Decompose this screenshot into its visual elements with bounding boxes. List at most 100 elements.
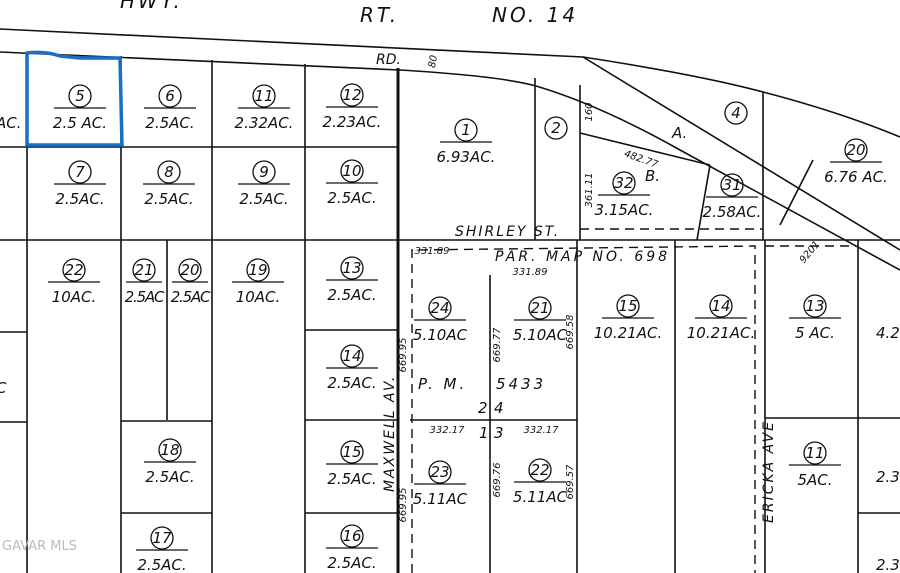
parcel-number-circle [612,171,636,195]
parcel-acreage: 3.15AC. [595,201,654,219]
parcel[interactable]: 82.5AC. [143,160,195,208]
parcel-acreage: 10.21AC. [594,324,662,342]
parcel[interactable]: 312.58AC. [703,173,762,221]
dimension-label: 361.11 [584,173,595,208]
parcel-number: 13 [342,259,361,277]
parcel[interactable]: 16.93AC. [437,118,496,166]
parcel-number: 14 [711,297,730,315]
partial-parcel-label: 2.3 [876,556,900,573]
parcel[interactable]: 162.5AC. [326,524,378,572]
parcel-number-circle [252,160,276,184]
parcel[interactable]: 225.11AC [513,458,568,506]
sub-label: 4 [494,399,504,417]
parcel-acreage: 2.5AC. [239,190,288,208]
street-label-rd: RD. [376,52,401,68]
parcel[interactable]: 172.5AC. [136,526,188,573]
parcel-number-circle [616,294,640,318]
partial-parcel-label: C [0,379,7,397]
parcel-acreage: 2.5AC. [137,556,186,573]
parcel-acreage: 10AC. [52,288,97,306]
sub-label: 1 [479,424,489,442]
parcel[interactable]: 182.5AC. [144,438,196,486]
parcel-number-circle [340,83,364,107]
parcel[interactable]: 23 5.11AC [413,460,468,508]
parcel[interactable]: 202.5AC [171,258,212,306]
parcel-acreage: 2.5 AC. [53,114,107,132]
dimension-label: 9201 [798,239,823,266]
parcel-number-circle [720,173,744,197]
dimension-label: 669.77 [492,327,503,363]
parcel-number: 5 [75,87,85,105]
parcel[interactable]: 132.5AC. [326,256,378,304]
parcel-number-circle [803,441,827,465]
street-label-rt: RT. [360,3,399,27]
parcel-acreage: 2.5AC. [327,189,376,207]
parcel-number-circle [544,116,568,140]
parcel[interactable]: 206.76 AC. [824,138,888,186]
parcel-number: 19 [248,261,267,279]
parcel-acreage: 5 AC. [795,324,835,342]
parcel[interactable]: 15 2.5AC. [326,440,378,488]
parcel[interactable]: 142.5AC. [326,344,378,392]
road-width-label: 80 [427,54,440,68]
parcel[interactable]: 7 2.5AC. [54,160,106,208]
street-label-maxwell: MAXWELL AV. [382,375,398,492]
parcel-number: 14 [342,347,361,365]
parcel-number: 21 [530,299,549,317]
parcel[interactable]: 245.10AC [413,296,468,344]
street-label-no14: NO. 14 [492,3,578,27]
parcel-number: 18 [160,441,179,459]
parcel-number: 11 [254,87,273,105]
parcel[interactable]: 135 AC. [789,294,841,342]
parcel-number-circle [844,138,868,162]
parcel-number-circle [428,296,452,320]
parcel[interactable]: 11 2.32AC. [235,84,294,132]
parcel-number: 9 [259,163,269,181]
parcel-number-circle [709,294,733,318]
street-label-hwy: HWY. [120,0,183,13]
parcel[interactable]: 21 5.10AC [513,296,568,344]
parcel-number-circle [68,84,92,108]
parcel-map-number: PAR. MAP NO. 698 [495,249,670,265]
parcel-number-circle [340,524,364,548]
parcel-number-circle [158,438,182,462]
parcel[interactable]: 6 2.5AC. [144,84,196,132]
parcel-acreage: 2.5AC. [55,190,104,208]
parcel[interactable]: 9 2.5AC. [238,160,290,208]
partial-parcel-label: 4.2 [876,324,900,342]
parcel-acreage: 2.5AC. [145,114,194,132]
parcel-acreage: 2.5AC [171,288,211,306]
parcel-acreage: 6.93AC. [437,148,496,166]
parcel-number: 6 [165,87,175,105]
parcel-number: 31 [722,176,741,194]
parcel-number-circle [803,294,827,318]
parcel-number: 15 [342,443,361,461]
street-label-ericka: ERICKA AVE [761,420,777,523]
parcel-number-circle [178,258,202,282]
dimension-label: 669.58 [565,315,576,350]
parcel-number-circle [428,460,452,484]
parcel[interactable]: 4 [724,101,748,125]
parcel[interactable]: 5 2.5 AC. [53,84,107,132]
parcel[interactable]: 102.5AC. [326,159,378,207]
parcel[interactable]: 323.15AC. [595,171,654,219]
parcel[interactable]: 212.5AC [125,258,166,306]
parcel-acreage: 2.32AC. [235,114,294,132]
parcel-acreage: 5.11AC [413,490,468,508]
parcel-number: 7 [75,163,85,181]
parcel-acreage: 2.5AC. [327,470,376,488]
parcel-number-circle [158,84,182,108]
selected-parcel-outline[interactable] [25,50,124,147]
parcel-number: 23 [430,463,449,481]
parcel[interactable]: 2 [544,116,568,140]
parcel-acreage: 5.10AC [513,326,568,344]
parcel-number-circle [454,118,478,142]
parcel[interactable]: 122.23AC. [323,83,382,131]
